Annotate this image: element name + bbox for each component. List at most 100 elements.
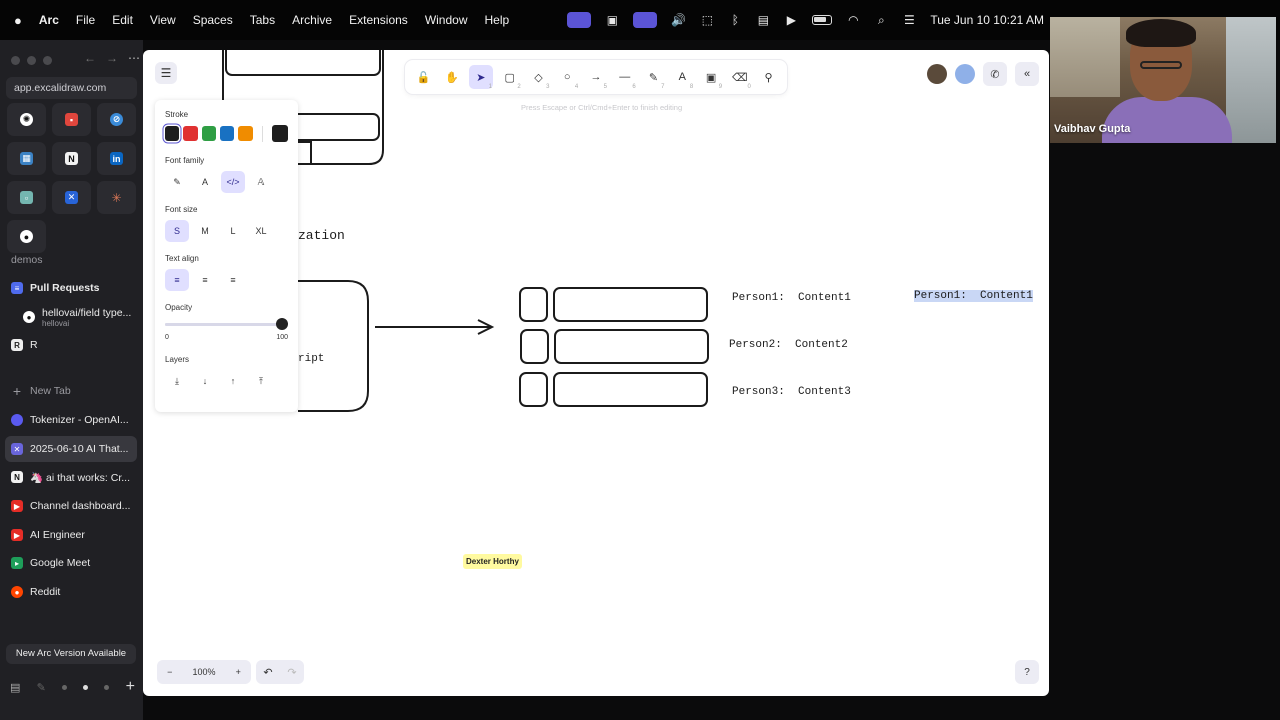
tab-tokenizer[interactable]: Tokenizer - OpenAI... <box>5 407 137 433</box>
tab-reddit[interactable]: ● Reddit <box>5 579 137 605</box>
space-dot-icon[interactable] <box>104 684 110 690</box>
canvas-heading-fragment[interactable]: zation <box>298 228 345 243</box>
favorite-app-blue-circle[interactable]: ⊘ <box>97 103 136 136</box>
stroke-color-black[interactable] <box>165 126 180 141</box>
close-window-icon[interactable] <box>11 56 20 65</box>
rectangle-tool-button[interactable]: ▢2 <box>498 65 522 91</box>
stroke-color-red[interactable] <box>183 126 198 141</box>
align-left-button[interactable]: ≡ <box>165 269 189 291</box>
menu-file[interactable]: File <box>75 13 96 27</box>
user-avatar[interactable] <box>955 64 975 84</box>
font-more-button[interactable]: 𝔸 <box>257 176 265 187</box>
favorite-chatgpt[interactable]: ✺ <box>7 103 46 136</box>
slider-handle[interactable] <box>276 318 288 330</box>
more-icon[interactable]: ⋯ <box>128 51 140 65</box>
space-dot-icon[interactable] <box>62 684 68 690</box>
image-tool-button[interactable]: ▣9 <box>699 65 723 91</box>
back-icon[interactable]: ← <box>84 51 96 65</box>
menu-extensions[interactable]: Extensions <box>349 13 408 27</box>
clock[interactable]: Tue Jun 10 10:21 AM <box>930 13 1044 27</box>
canvas-text-fragment[interactable]: ript <box>298 353 325 365</box>
bring-forward-button[interactable]: ↑ <box>221 370 245 392</box>
current-stroke-color[interactable] <box>271 125 289 142</box>
archive-icon[interactable]: ▤ <box>10 681 21 694</box>
canvas-text-person2[interactable]: Person2: Content2 <box>729 339 848 351</box>
favorite-app-teal[interactable]: ▫ <box>7 181 46 214</box>
align-right-button[interactable]: ≡ <box>221 269 245 291</box>
window-share-icon[interactable] <box>633 12 658 28</box>
screenshot-icon[interactable]: ▣ <box>606 13 619 27</box>
send-backward-button[interactable]: ↓ <box>193 370 217 392</box>
extra-tools-button[interactable]: ⚲ <box>757 65 781 89</box>
stroke-color-orange[interactable] <box>238 126 253 141</box>
menu-edit[interactable]: Edit <box>112 13 133 27</box>
excalidraw-canvas[interactable]: zation ript Person1: Content1 Person2: C… <box>143 50 1049 696</box>
new-arc-version-button[interactable]: New Arc Version Available <box>6 644 136 664</box>
zoom-level[interactable]: 100% <box>192 667 216 677</box>
sidebar-item-github-pr[interactable]: ● hellovai/field type... hellovai <box>5 302 137 332</box>
bring-to-front-button[interactable]: ⤒ <box>249 370 273 392</box>
clipboard-icon[interactable]: ▤ <box>757 13 770 27</box>
font-size-s-button[interactable]: S <box>165 220 189 242</box>
stroke-color-green[interactable] <box>201 126 217 141</box>
space-dot-active-icon[interactable] <box>83 684 89 690</box>
align-center-button[interactable]: ≡ <box>193 269 217 291</box>
menu-spaces[interactable]: Spaces <box>192 13 233 27</box>
favorite-app-red[interactable]: ▪ <box>52 103 91 136</box>
apple-icon[interactable]: ● <box>14 12 22 28</box>
battery-icon[interactable] <box>812 15 833 25</box>
opacity-slider[interactable] <box>165 318 288 332</box>
minimize-window-icon[interactable] <box>27 56 36 65</box>
control-center-icon[interactable]: ☰ <box>903 13 915 27</box>
zoom-out-button[interactable]: − <box>167 667 173 677</box>
menu-archive[interactable]: Archive <box>292 13 333 27</box>
tab-google-meet[interactable]: ▸ Google Meet <box>5 550 137 576</box>
tab-excalidraw-active[interactable]: ✕ 2025-06-10 AI That... <box>5 436 137 462</box>
menu-help[interactable]: Help <box>484 13 510 27</box>
sidebar-item-pull-requests[interactable]: ≡ Pull Requests <box>5 275 137 301</box>
favorite-notion[interactable]: N <box>52 142 91 175</box>
video-call-tile[interactable]: Vaibhav Gupta <box>1050 17 1276 143</box>
redo-icon[interactable]: ↷ <box>287 666 297 679</box>
tab-ai-engineer[interactable]: ▶ AI Engineer <box>5 522 137 548</box>
bluetooth-icon[interactable]: ᛒ <box>731 13 739 27</box>
tab-notion-ai-that-works[interactable]: N 🦄 ai that works: Cr... <box>5 464 137 490</box>
search-icon[interactable]: ⌕ <box>877 12 885 27</box>
undo-icon[interactable]: ↶ <box>263 666 273 679</box>
favorite-claude[interactable]: ✳ <box>97 181 136 214</box>
display-icon[interactable]: ⬚ <box>701 13 714 27</box>
collaborator-avatar[interactable] <box>927 64 947 84</box>
selection-tool-button[interactable]: ➤1 <box>468 65 493 90</box>
url-bar[interactable]: app.excalidraw.com <box>6 77 137 99</box>
menu-view[interactable]: View <box>149 13 176 27</box>
send-to-back-button[interactable]: ⤓ <box>165 370 189 392</box>
font-size-xl-button[interactable]: XL <box>255 226 267 236</box>
favorite-calendar[interactable]: ▦ <box>7 142 46 175</box>
canvas-text-person3[interactable]: Person3: Content3 <box>732 386 851 398</box>
menu-tabs[interactable]: Tabs <box>249 13 276 27</box>
wifi-icon[interactable]: ◠ <box>848 13 859 27</box>
brush-icon[interactable]: ✎ <box>36 681 46 694</box>
draw-tool-button[interactable]: ✎7 <box>642 65 666 91</box>
new-tab-button[interactable]: + New Tab <box>5 378 137 404</box>
main-menu-button[interactable]: ☰ <box>155 62 177 84</box>
lock-tool-button[interactable]: 🔓 <box>411 65 435 89</box>
add-space-icon[interactable]: + <box>125 678 135 695</box>
font-size-l-button[interactable]: L <box>230 226 236 236</box>
arrow-tool-button[interactable]: →5 <box>584 65 608 90</box>
play-icon[interactable]: ▶ <box>786 13 796 27</box>
canvas-text-person1[interactable]: Person1: Content1 <box>732 292 851 304</box>
hand-tool-button[interactable]: ✋ <box>440 65 464 89</box>
collapse-sidebar-button[interactable]: « <box>1015 62 1039 86</box>
call-button[interactable]: ✆ <box>983 62 1007 86</box>
favorite-app-butterfly[interactable]: ✕ <box>52 181 91 214</box>
font-code-button[interactable]: </> <box>221 171 245 193</box>
diamond-tool-button[interactable]: ◇3 <box>526 65 550 91</box>
app-name-menu[interactable]: Arc <box>38 13 59 27</box>
font-hand-drawn-button[interactable]: ✎ <box>173 176 181 187</box>
sidebar-item-r[interactable]: R R <box>5 332 137 358</box>
line-tool-button[interactable]: —6 <box>613 65 637 90</box>
tab-channel-dashboard[interactable]: ▶ Channel dashboard... <box>5 493 137 519</box>
forward-icon[interactable]: → <box>106 51 118 65</box>
font-size-m-button[interactable]: M <box>201 226 209 236</box>
